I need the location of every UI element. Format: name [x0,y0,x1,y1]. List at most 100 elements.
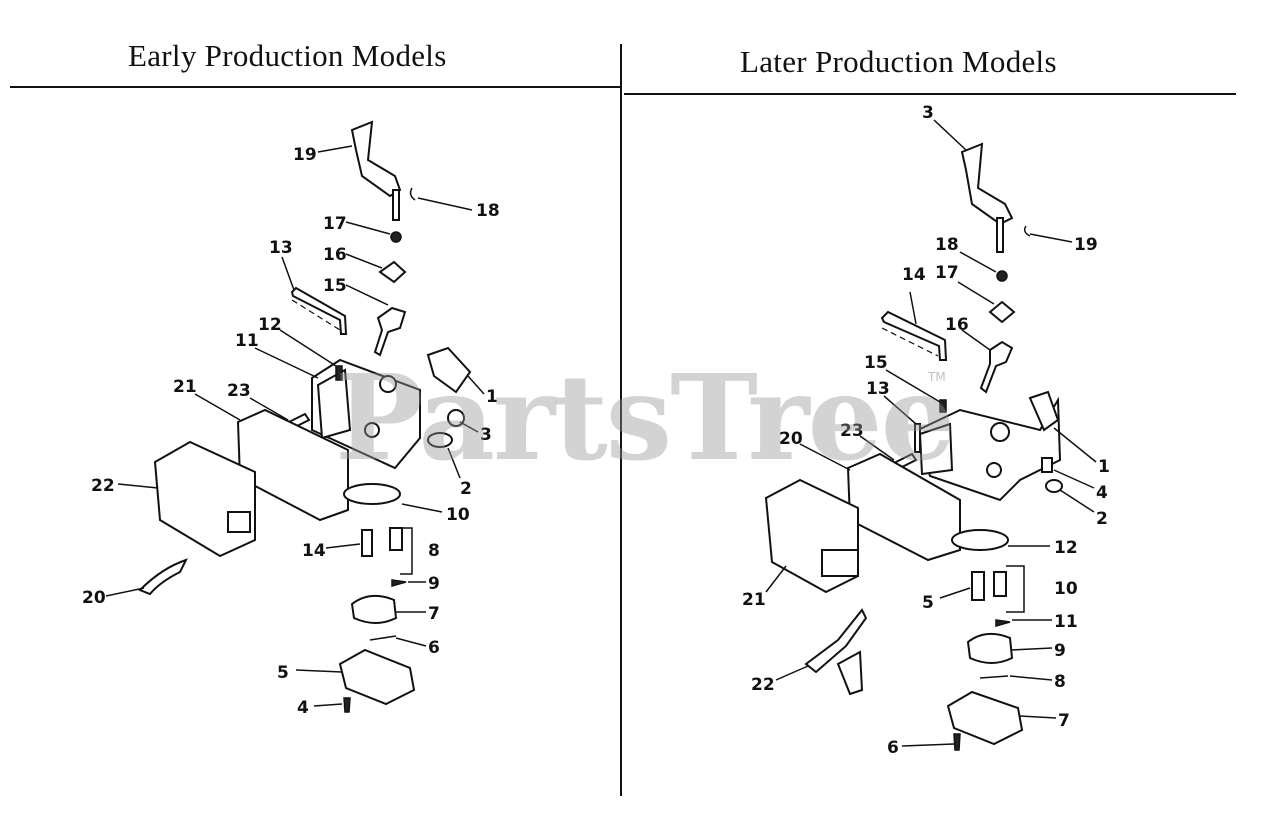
callout-e6: 6 [428,638,440,658]
leader-l15 [885,369,941,403]
leader-l4 [1053,469,1095,489]
callout-l1: 1 [1098,457,1110,477]
leader-l22 [775,665,809,681]
later-part-22-bracket [804,608,868,674]
callout-l19: 19 [1074,235,1098,255]
callout-l3: 3 [922,103,934,123]
early-body-port-b [364,422,380,438]
leader-e13 [281,256,295,291]
watermark-trademark: TM [928,370,946,384]
early-part-8-needle-seat [389,527,403,551]
callout-e4: 4 [297,698,309,718]
leader-e18 [417,197,473,211]
later-parts-group: 3 19 18 17 14 16 15 13 1 20 23 4 2 12 21… [742,103,1110,758]
later-part-15-needle [939,399,947,413]
callout-l21: 21 [742,590,766,610]
early-part-4-bowl-screw [343,697,351,713]
callout-l10: 10 [1054,579,1078,599]
leader-e4 [313,703,343,707]
early-part-22-mount [227,511,251,533]
leader-e15 [345,284,389,306]
early-part-6-pin [369,635,397,641]
leader-e14 [325,543,361,549]
later-part-3-shaft [996,217,1004,253]
later-part-18-nut [996,270,1008,282]
callout-e16: 16 [323,245,347,265]
later-part-9-float [966,632,1014,664]
early-production-models-title: Early Production Models [128,38,447,73]
later-part-17-washer [988,300,1016,324]
leader-e19 [317,145,353,153]
leader-e20 [105,587,145,597]
leader-l23 [859,435,895,461]
later-part-3-shaft-lever [960,142,1014,226]
later-part-1-choke [1028,390,1060,432]
later-part-22-tab [836,650,864,696]
leader-l14 [909,291,917,325]
callout-e20: 20 [82,588,106,608]
callout-l13: 13 [866,379,890,399]
callout-l22: 22 [751,675,775,695]
callout-l17: 17 [935,263,959,283]
leader-e5 [295,669,343,673]
callout-l11: 11 [1054,612,1078,632]
early-part-20-clip [138,558,188,596]
callout-l15: 15 [864,353,888,373]
leader-l6 [901,743,955,747]
later-part-19-seal [1023,225,1031,237]
later-part-4-spring [1041,457,1053,473]
left-header-rule [10,86,622,88]
early-part-10-gasket [343,483,401,505]
callout-l4: 4 [1096,483,1108,503]
later-body-face [918,422,954,476]
later-part-13-shaft [914,423,921,453]
leader-l16 [961,329,991,351]
center-divider [620,44,622,796]
early-part-2-plug [427,432,453,448]
callout-e12: 12 [258,315,282,335]
callout-e17: 17 [323,214,347,234]
leader-l19 [1029,233,1073,243]
later-part-6-bowl-screw [953,733,961,751]
early-part-7-float [350,594,398,624]
later-body-port-a [990,422,1010,442]
callout-e5: 5 [277,663,289,683]
callout-l5: 5 [922,593,934,613]
leader-e3 [459,421,479,433]
callout-e23: 23 [227,381,251,401]
leader-l18 [959,251,997,273]
leader-e12 [279,329,337,367]
later-part-11-needle [995,619,1011,627]
callout-e19: 19 [293,145,317,165]
leader-l20 [799,443,851,471]
callout-e1: 1 [486,387,498,407]
later-part-5-spring [971,571,985,601]
callout-e21: 21 [173,377,197,397]
leader-e23 [249,397,289,421]
early-part-14-spring [361,529,373,557]
later-part-14-link-rod [880,310,948,361]
early-part-1-choke [426,346,472,394]
leader-e17 [345,221,391,235]
callout-e3: 3 [480,425,492,445]
callout-e2: 2 [460,479,472,499]
callout-e9: 9 [428,574,440,594]
leader-l9 [1011,647,1053,651]
callout-l8: 8 [1054,672,1066,692]
early-part-5-float-bowl [338,648,416,706]
callout-l23: 23 [840,421,864,441]
early-part-15-valve [373,306,407,357]
callout-l18: 18 [935,235,959,255]
later-part-2-plug [1045,479,1063,493]
leader-e21 [194,393,241,421]
later-part-14-guide [881,327,939,357]
early-parts-group: 19 18 17 16 15 13 12 11 1 21 23 3 2 22 1… [82,120,500,718]
callout-l20: 20 [779,429,803,449]
leader-l1 [1053,427,1097,463]
leader-e10 [401,503,443,513]
callout-l16: 16 [945,315,969,335]
early-part-13-link-rod [290,286,348,335]
leader-l8 [1009,675,1053,681]
leader-l21 [765,565,787,593]
